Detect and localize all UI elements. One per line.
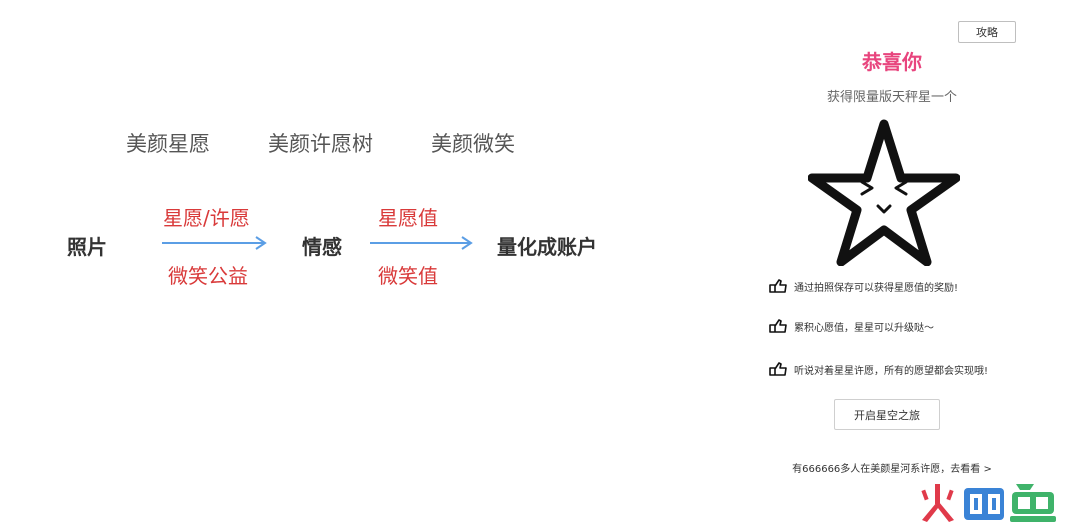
tip-item: 听说对着星星许愿，所有的愿望都会实现哦! — [768, 360, 988, 378]
tip-item: 通过拍照保存可以获得星愿值的奖励! — [768, 277, 958, 295]
arrow-label-top: 星愿/许愿 — [163, 206, 250, 230]
fish-logo-icon — [921, 484, 1056, 522]
flow-arrow — [162, 236, 267, 250]
flow-node: 情感 — [302, 235, 342, 259]
product-label: 美颜星愿 — [126, 132, 210, 156]
flow-arrow — [370, 236, 473, 250]
reward-subtitle: 获得限量版天秤星一个 — [826, 90, 957, 105]
pointing-hand-icon — [769, 279, 787, 293]
product-label: 美颜许愿树 — [268, 132, 373, 156]
tip-text: 通过拍照保存可以获得星愿值的奖励! — [794, 282, 959, 294]
flow-node: 量化成账户 — [497, 235, 597, 259]
product-row: 美颜星愿 美颜许愿树 美颜微笑 — [0, 128, 620, 158]
flow-node: 照片 — [67, 235, 107, 259]
arrow-label-bottom: 微笑公益 — [168, 264, 248, 288]
arrow-label-top: 星愿值 — [378, 206, 438, 230]
star-mascot-icon — [808, 119, 960, 266]
tip-text: 听说对着星星许愿，所有的愿望都会实现哦! — [794, 365, 989, 377]
tip-text: 累积心愿值，星星可以升级哒～ — [794, 322, 934, 334]
product-label: 美颜微笑 — [431, 132, 515, 156]
arrow-label-bottom: 微笑值 — [378, 264, 438, 288]
strategy-button[interactable]: 攻略 — [958, 21, 1016, 43]
pointing-hand-icon — [769, 362, 787, 376]
start-journey-button[interactable]: 开启星空之旅 — [834, 399, 940, 430]
community-link[interactable]: 有666666多人在美颜星河系许愿，去看看 > — [792, 464, 992, 475]
pointing-hand-icon — [769, 319, 787, 333]
congrats-title: 恭喜你 — [862, 50, 922, 74]
tip-item: 累积心愿值，星星可以升级哒～ — [768, 317, 934, 335]
